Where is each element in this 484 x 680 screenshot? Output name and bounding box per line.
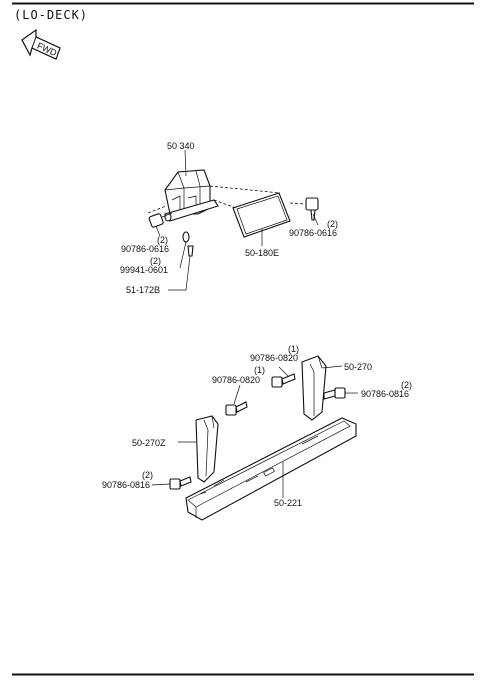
label-90786-0616-b: 90786-0616	[289, 228, 337, 238]
leader-bolt-0820-upper	[278, 366, 289, 377]
bolt-90786-0816-right	[323, 387, 346, 400]
leader-50-340	[184, 149, 187, 177]
label-qty-99941-0601: (2)	[150, 256, 161, 266]
screw-90786-0616-left	[148, 212, 173, 228]
bulb-99941-0601	[182, 231, 190, 243]
label-90786-0820-b: 90786-0820	[212, 375, 260, 385]
label-50-221: 50-221	[274, 498, 302, 508]
leader-bulb	[179, 241, 187, 269]
label-qty-90786-0816-a: (2)	[401, 380, 412, 390]
bracket-50-340	[164, 169, 219, 222]
stay-50-270z	[195, 415, 219, 483]
label-qty-90786-0616-b: (2)	[327, 219, 338, 229]
fwd-arrow-icon: FWD	[21, 28, 61, 60]
section-title: (LO-DECK)	[14, 8, 88, 22]
alignment-line-2	[213, 199, 237, 209]
leader-bolt-0816-left	[151, 483, 171, 486]
label-90786-0816-b: 90786-0816	[102, 480, 150, 490]
alignment-line-1	[209, 185, 281, 194]
label-90786-0616-a: 90786-0616	[121, 244, 169, 254]
bolt-90786-0820-upper	[271, 373, 296, 388]
label-qty-90786-0816-b: (2)	[142, 470, 153, 480]
bolt-90786-0816-left	[169, 476, 192, 490]
plate-50-180e	[232, 192, 291, 238]
label-50-270z: 50-270Z	[132, 438, 166, 448]
leader-socket	[168, 255, 191, 291]
bolt-90786-0820-lower	[225, 401, 248, 416]
leader-screw-right	[312, 213, 319, 226]
label-qty-90786-0820-b: (1)	[254, 365, 265, 375]
socket-51-172b	[187, 245, 194, 257]
stay-50-270	[301, 355, 327, 421]
leader-screw-left	[155, 225, 161, 237]
bumper-50-221	[185, 417, 357, 521]
alignment-line-3	[289, 202, 306, 205]
label-99941-0601: 99941-0601	[120, 265, 168, 275]
label-50-340: 50 340	[167, 141, 195, 151]
label-51-172b: 51-172B	[126, 285, 160, 295]
label-50-270: 50-270	[344, 362, 372, 372]
leader-50-270	[321, 365, 343, 369]
label-qty-90786-0820-a: (1)	[288, 344, 299, 354]
label-50-180e: 50-180E	[245, 248, 279, 258]
label-90786-0816-a: 90786-0816	[361, 389, 409, 399]
leader-bolt-0820-lower	[233, 384, 241, 405]
label-qty-90786-0616-a: (2)	[157, 235, 168, 245]
alignment-line-4	[147, 205, 167, 214]
screw-90786-0616-right	[305, 197, 319, 221]
label-90786-0820-a: 90786-0820	[250, 353, 298, 363]
